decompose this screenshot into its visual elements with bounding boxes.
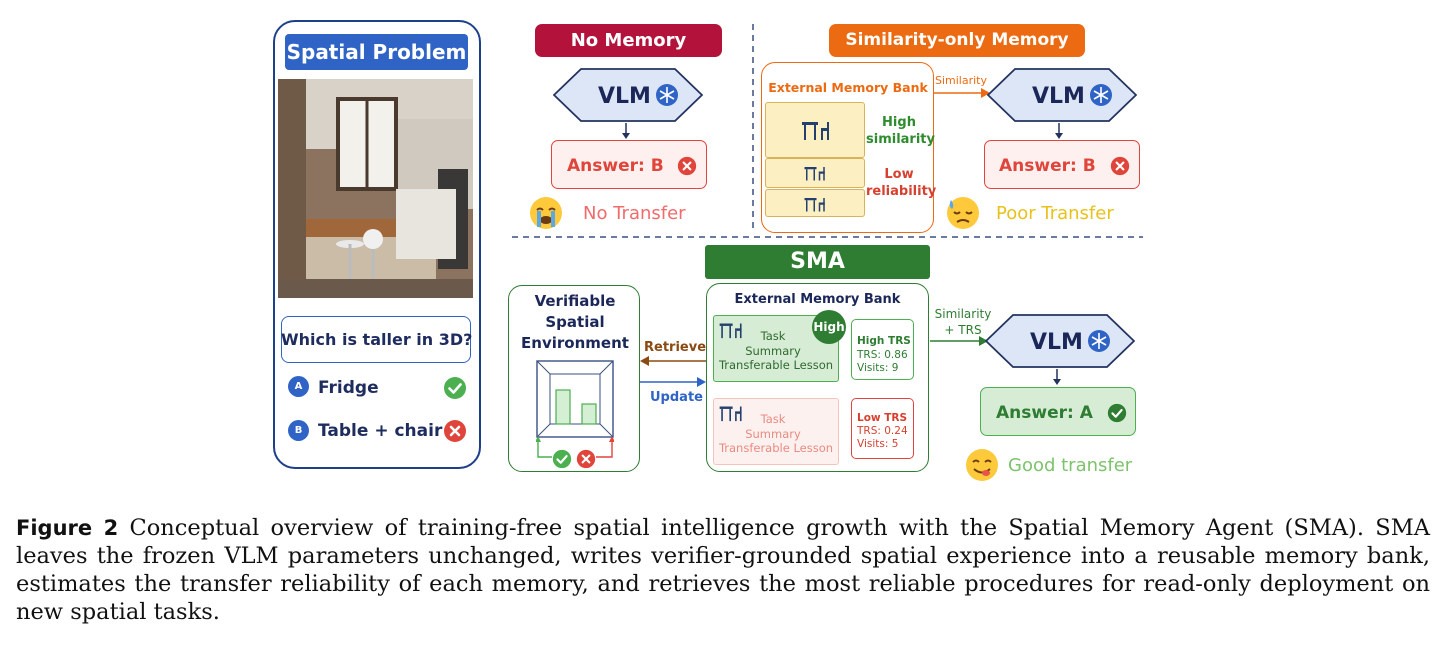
sma-title: SMA <box>705 245 930 279</box>
sma-answer: Answer: A <box>996 403 1093 423</box>
memory-card-low <box>713 398 839 465</box>
env-title-2: Spatial <box>545 313 605 331</box>
yummy-face-icon <box>966 449 998 481</box>
option-b-text: Table + chair <box>318 421 443 441</box>
separators <box>512 24 1143 238</box>
arrow-down <box>1055 123 1063 139</box>
check-icon <box>444 377 466 399</box>
similarity-bank-title: External Memory Bank <box>768 80 928 95</box>
furniture-icon <box>804 198 825 212</box>
sma-arrow-label-1: Similarity <box>934 307 992 321</box>
furniture-icon <box>804 167 825 181</box>
vlm-label: VLM <box>1032 84 1085 109</box>
high-card-task: Task <box>760 329 786 343</box>
low-trs-value: TRS: 0.24 <box>857 425 908 437</box>
furniture-icon <box>719 406 742 422</box>
similarity-only-title: Similarity-only Memory <box>829 24 1085 57</box>
sma-arrow-label-2: + TRS <box>944 323 982 337</box>
furniture-icon <box>719 323 742 339</box>
high-badge: High <box>812 310 846 344</box>
vlm-hexagon <box>987 68 1137 122</box>
sma-memory-bank <box>706 283 929 472</box>
caption-text: Conceptual overview of training-free spa… <box>16 515 1430 625</box>
question-box <box>281 316 471 363</box>
sweat-face-icon <box>947 197 979 229</box>
arrow-right <box>934 88 990 98</box>
retrieve-label: Retrieve <box>644 340 707 355</box>
update-label: Update <box>650 390 703 405</box>
environment-room <box>536 360 614 458</box>
no-memory-answer: Answer: B <box>567 156 664 176</box>
arrow-right <box>930 336 988 346</box>
low-card-lesson: Transferable Lesson <box>718 441 834 455</box>
high-trs-value: TRS: 0.86 <box>857 349 908 361</box>
cross-icon <box>576 449 596 469</box>
low-card-summary: Summary <box>745 427 801 441</box>
low-card-task: Task <box>760 412 786 426</box>
kitchen-photo <box>278 79 473 298</box>
similarity-answer: Answer: B <box>999 156 1096 176</box>
high-trs-visits: Visits: 9 <box>857 362 899 374</box>
check-icon <box>552 449 572 469</box>
low-trs-visits: Visits: 5 <box>857 438 899 450</box>
arrow-down <box>622 123 630 139</box>
no-transfer-label: No Transfer <box>583 203 686 224</box>
figure-caption: Figure 2 Conceptual overview of training… <box>16 514 1430 626</box>
high-card-lesson: Transferable Lesson <box>718 358 834 372</box>
poor-transfer-label: Poor Transfer <box>996 203 1114 224</box>
high-trs-title: High TRS <box>857 335 911 347</box>
spatial-problem-title: Spatial Problem <box>285 34 468 70</box>
vlm-hexagon <box>553 68 703 122</box>
env-title-1: Verifiable <box>534 292 616 310</box>
high-similarity-label-2: similarity <box>866 132 935 147</box>
retrieve-arrow <box>640 356 706 366</box>
high-card-summary: Summary <box>745 344 801 358</box>
low-trs-box <box>851 398 914 459</box>
high-trs-box <box>851 319 914 380</box>
env-title-3: Environment <box>521 334 629 352</box>
vlm-label: VLM <box>598 84 651 109</box>
similarity-arrow-label: Similarity <box>935 74 988 87</box>
crying-face-icon <box>530 197 562 229</box>
high-similarity-label-1: High <box>882 115 916 130</box>
cross-icon <box>677 156 697 176</box>
sma-bank-title: External Memory Bank <box>734 292 901 307</box>
vlm-hexagon <box>985 314 1135 368</box>
vlm-label: VLM <box>1030 330 1083 355</box>
option-a-text: Fridge <box>318 378 379 398</box>
verifiable-environment-panel <box>508 285 640 472</box>
good-transfer-label: Good transfer <box>1008 455 1133 476</box>
arrow-down <box>1053 369 1061 385</box>
caption-label: Figure 2 <box>16 516 119 540</box>
low-reliability-label-1: Low <box>884 167 914 182</box>
cross-icon <box>1110 156 1130 176</box>
option-a-badge: A <box>288 376 309 397</box>
spatial-problem-panel <box>273 20 481 469</box>
question-text: Which is taller in 3D? <box>281 330 473 349</box>
furniture-icon <box>802 122 829 140</box>
no-memory-title: No Memory <box>535 24 722 57</box>
option-b-badge: B <box>288 420 309 441</box>
update-arrow <box>640 377 706 387</box>
cross-icon <box>444 420 466 442</box>
low-reliability-label-2: reliability <box>866 184 937 199</box>
check-icon <box>1107 403 1127 423</box>
low-trs-title: Low TRS <box>857 412 908 424</box>
